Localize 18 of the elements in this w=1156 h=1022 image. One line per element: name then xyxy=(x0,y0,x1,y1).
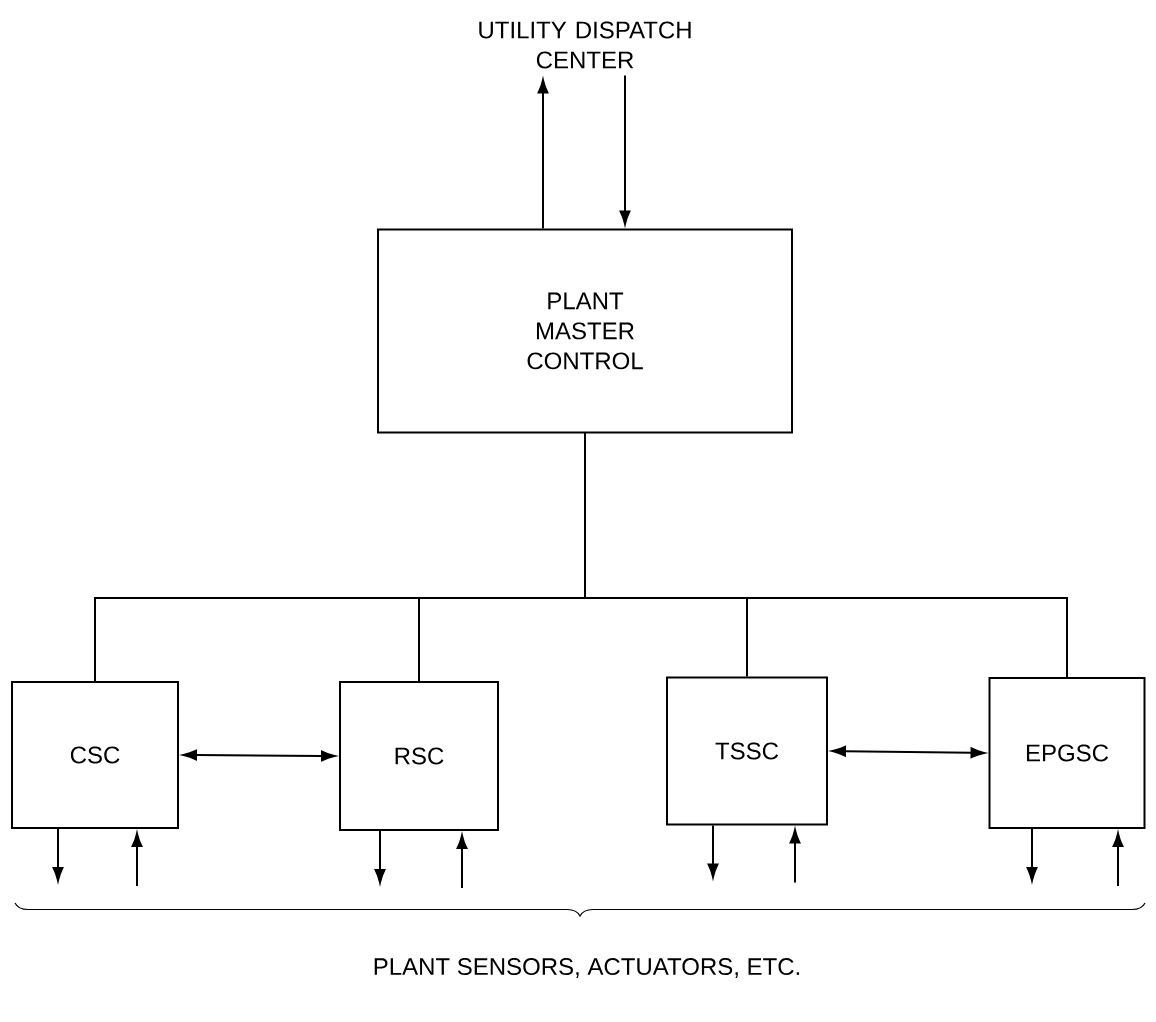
arrow xyxy=(374,830,386,884)
text-label: UTILITY DISPATCH CENTER xyxy=(479,21,691,69)
arrow xyxy=(1026,828,1038,882)
process-box: RSC xyxy=(339,681,499,831)
arrow xyxy=(52,828,64,882)
connector-line xyxy=(584,432,1068,678)
process-box: TSSC xyxy=(666,676,828,826)
process-box: CSC xyxy=(11,681,179,829)
process-box: PLANT MASTER CONTROL xyxy=(377,228,793,434)
arrow xyxy=(789,829,801,884)
text-label: PLANT SENSORS, ACTUATORS, ETC. xyxy=(374,958,800,978)
arrow xyxy=(456,834,468,889)
arrow xyxy=(182,749,336,762)
arrow xyxy=(831,745,985,759)
process-box: EPGSC xyxy=(988,677,1146,829)
arrow xyxy=(619,74,631,225)
arrow xyxy=(1112,832,1124,887)
arrow xyxy=(131,832,143,887)
